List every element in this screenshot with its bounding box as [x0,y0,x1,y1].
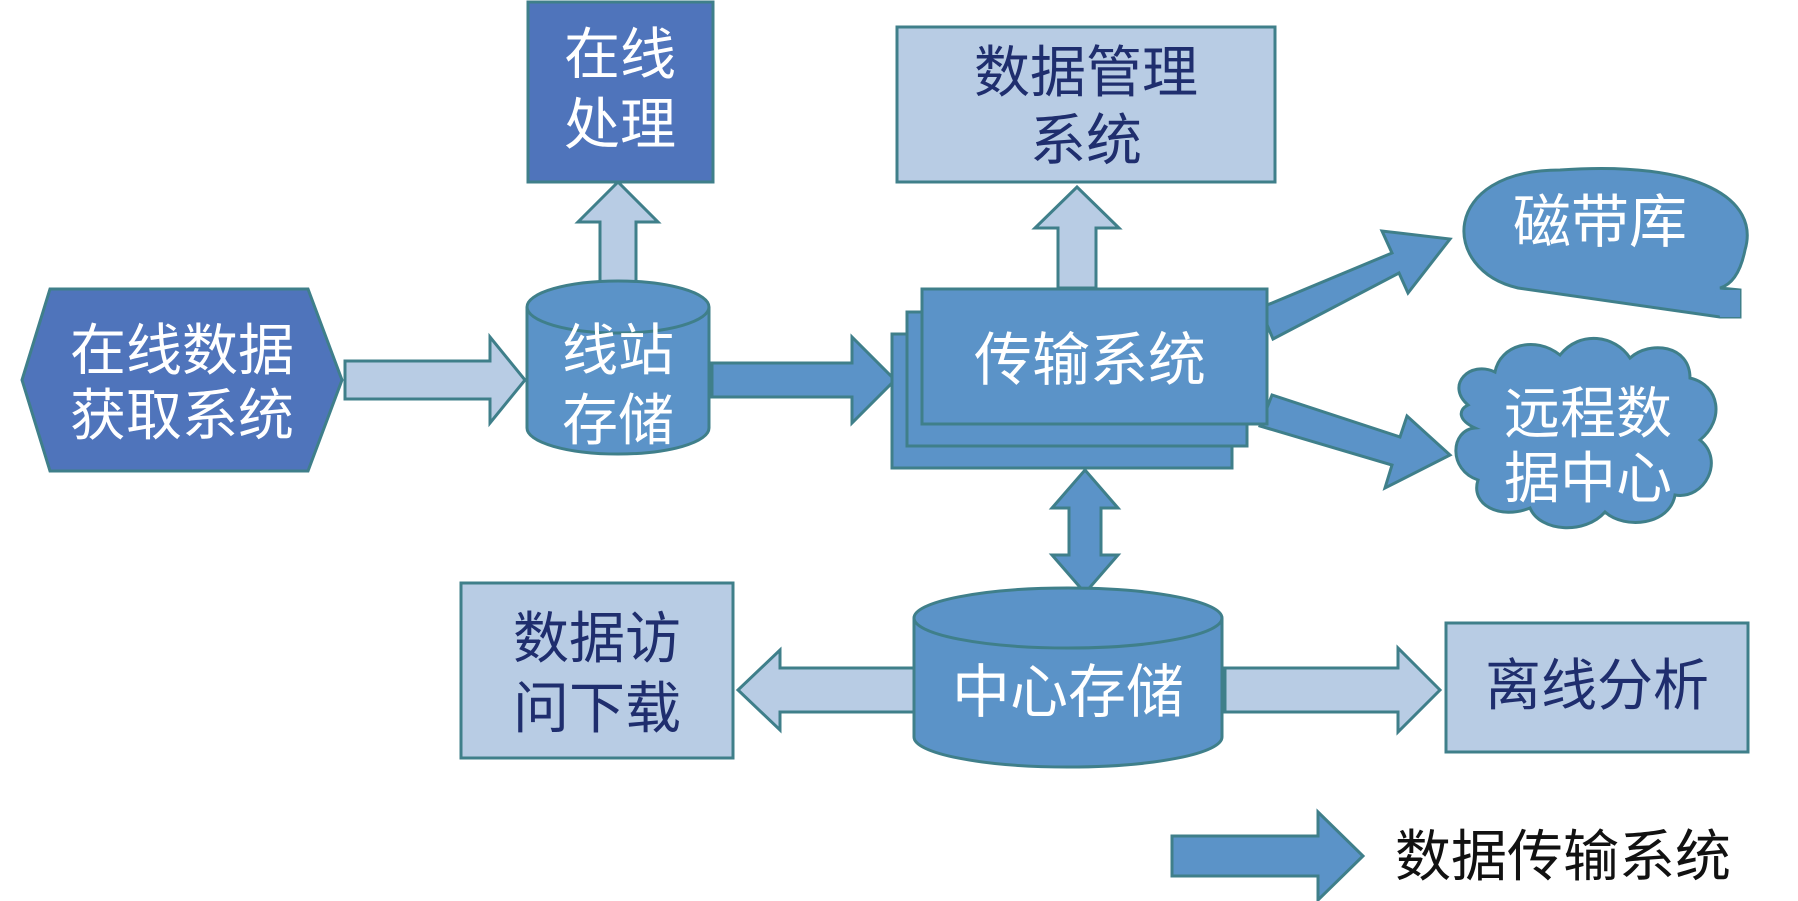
arrow-central-to-offline [1223,644,1443,736]
legend-label: 数据传输系统 [1395,825,1731,890]
node-data-access-line2: 问下载 [513,677,681,742]
node-online-processing-line2: 处理 [564,93,676,158]
node-tape-library-label: 磁带库 [1513,188,1687,256]
node-data-access-line1: 数据访 [513,607,681,672]
node-online-processing: 在线 处理 [526,0,715,184]
node-data-management-line1: 数据管理 [974,41,1198,106]
node-central-storage: 中心存储 [912,586,1224,769]
node-data-management: 数据管理 系统 [895,25,1277,184]
legend-arrow [1170,808,1366,901]
node-remote-datacenter-line1: 远程数 [1504,382,1672,447]
node-remote-datacenter: 远程数 据中心 [1454,337,1718,530]
node-data-management-line2: 系统 [1030,109,1142,174]
arrow-acquisition-to-station [343,332,527,428]
node-offline-analysis-label: 离线分析 [1485,654,1709,719]
node-central-storage-label: 中心存储 [952,658,1184,726]
node-remote-datacenter-line2: 据中心 [1504,447,1672,512]
node-online-acquisition-line2: 获取系统 [70,384,294,449]
node-offline-analysis: 离线分析 [1444,621,1750,754]
node-transfer-system: 传输系统 [890,287,1269,470]
node-data-access: 数据访 问下载 [459,581,735,760]
legend: 数据传输系统 [1170,808,1731,901]
node-tape-library: 磁带库 [1462,166,1749,319]
arrow-station-to-processing [574,179,662,292]
node-online-processing-line1: 在线 [564,23,676,88]
node-transfer-system-label: 传输系统 [974,326,1206,394]
node-online-acquisition: 在线数据 获取系统 [20,287,344,473]
arrow-station-to-transfer [710,333,898,427]
node-online-acquisition-line1: 在线数据 [70,319,294,384]
node-station-storage-line1: 线站 [562,319,674,384]
arrow-transfer-central-bidirectional [1048,467,1122,596]
node-station-storage: 线站 存储 [525,279,711,456]
arrow-transfer-to-remote [1258,393,1453,491]
arrow-transfer-to-tape [1258,229,1453,342]
node-station-storage-line2: 存储 [562,389,674,454]
arrow-transfer-to-management [1031,184,1123,290]
arrow-central-to-access [735,646,917,734]
